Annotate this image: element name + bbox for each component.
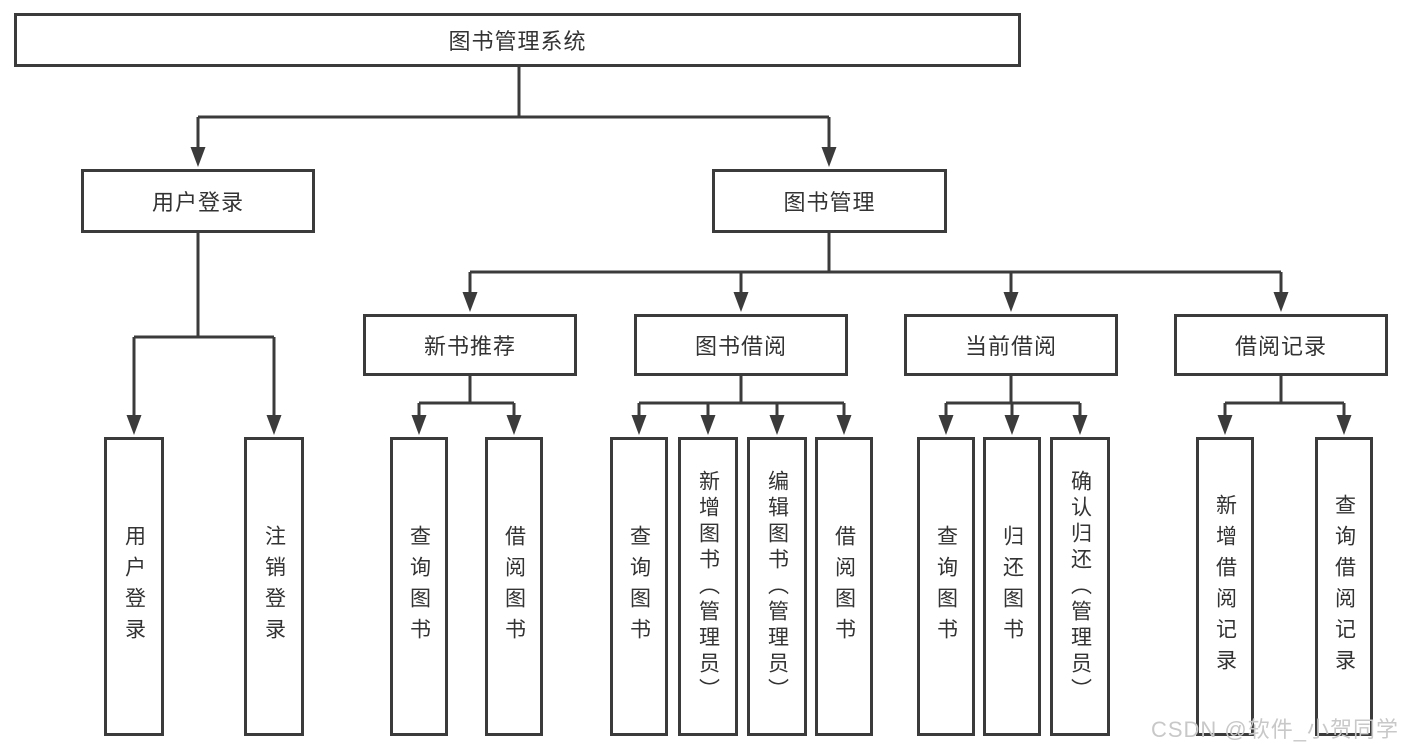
leaf-label: 归还图书 — [1000, 524, 1024, 649]
edges-root-to-branches — [190, 66, 837, 167]
edges-new-book-children — [411, 375, 522, 435]
leaf-label: 编辑图书（管理员） — [765, 469, 789, 704]
leaf-query-books-recommend: 查询图书 — [390, 437, 448, 736]
leaf-label: 查询图书 — [934, 524, 958, 649]
node-book-management: 图书管理 — [712, 169, 947, 233]
leaf-add-book-admin: 新增图书（管理员） — [678, 437, 738, 736]
leaf-query-books-current: 查询图书 — [917, 437, 975, 736]
node-book-borrow: 图书借阅 — [634, 314, 848, 376]
edges-borrow-records-children — [1217, 375, 1352, 435]
leaf-label: 注销登录 — [262, 524, 286, 649]
node-current-borrow: 当前借阅 — [904, 314, 1118, 376]
edges-book-management-groups — [462, 232, 1289, 312]
leaf-label: 查询图书 — [627, 524, 651, 649]
leaf-add-borrow-record: 新增借阅记录 — [1196, 437, 1254, 736]
leaf-query-borrow-record: 查询借阅记录 — [1315, 437, 1373, 736]
leaf-label: 确认归还（管理员） — [1068, 469, 1092, 704]
leaf-borrow-books: 借阅图书 — [815, 437, 873, 736]
leaf-label: 查询借阅记录 — [1332, 493, 1356, 680]
leaf-borrow-books-recommend: 借阅图书 — [485, 437, 543, 736]
leaf-logout: 注销登录 — [244, 437, 304, 736]
edges-user-login-children — [126, 232, 282, 435]
edges-current-borrow-children — [938, 375, 1088, 435]
edges-book-borrow-children — [631, 375, 852, 435]
node-user-login: 用户登录 — [81, 169, 315, 233]
watermark: CSDN @软件_小贺同学 — [1150, 717, 1399, 742]
leaf-query-books-borrow: 查询图书 — [610, 437, 668, 736]
leaf-label: 查询图书 — [407, 524, 431, 649]
leaf-label: 借阅图书 — [502, 524, 526, 649]
leaf-label: 借阅图书 — [832, 524, 856, 649]
leaf-return-books: 归还图书 — [983, 437, 1041, 736]
leaf-label: 新增借阅记录 — [1213, 493, 1237, 680]
leaf-user-login: 用户登录 — [104, 437, 164, 736]
leaf-edit-book-admin: 编辑图书（管理员） — [747, 437, 807, 736]
node-root: 图书管理系统 — [14, 13, 1021, 67]
node-borrow-records: 借阅记录 — [1174, 314, 1388, 376]
leaf-confirm-return-admin: 确认归还（管理员） — [1050, 437, 1110, 736]
node-new-book-recommend: 新书推荐 — [363, 314, 577, 376]
leaf-label: 用户登录 — [122, 524, 146, 649]
leaf-label: 新增图书（管理员） — [696, 469, 720, 704]
